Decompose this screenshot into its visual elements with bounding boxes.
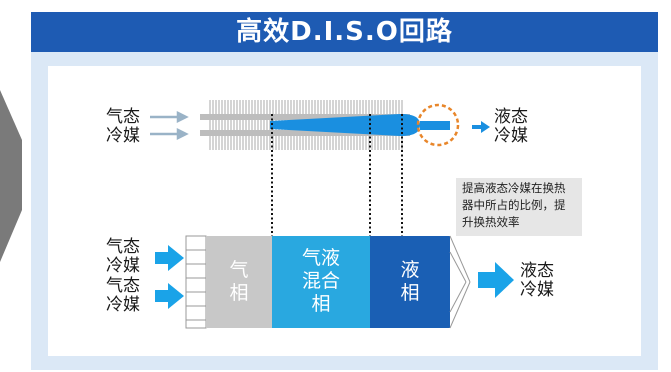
bottom-outlet-arrow <box>478 262 514 298</box>
left-chevron-icon <box>0 90 22 262</box>
top-inlet-label: 气态冷媒 <box>106 107 140 146</box>
outlet-tube <box>420 121 450 130</box>
gas-phase-label: 气相 <box>229 259 249 304</box>
mixed-phase-block <box>272 236 370 328</box>
top-outlet-label: 液态冷媒 <box>494 107 528 146</box>
outlet-highlight-circle <box>416 103 460 147</box>
dotted-guides <box>271 114 403 239</box>
page-title: 高效D.I.S.O回路 <box>31 12 658 52</box>
mixed-phase-label: 气液混合相 <box>301 247 340 315</box>
outlet-taper <box>449 235 471 329</box>
liquid-phase-block <box>370 236 450 328</box>
bottom-inlet-arrows <box>155 245 184 309</box>
liquid-phase-label: 液相 <box>400 259 420 304</box>
bottom-inlet-label-1: 气态冷媒 <box>106 237 140 276</box>
bottom-outlet-label: 液态冷媒 <box>520 261 554 300</box>
top-inlet-arrows <box>150 110 189 141</box>
upper-tube <box>200 114 410 120</box>
liquid-wedge <box>270 114 400 136</box>
lower-tube <box>200 130 410 136</box>
top-outlet-arrow <box>472 121 490 133</box>
gas-phase-block <box>206 236 272 328</box>
callout-note: 提高液态冷媒在换热器中所占的比例，提升换热效率 <box>456 178 582 236</box>
bottom-inlet-label-2: 气态冷媒 <box>106 276 140 315</box>
tube-bend <box>400 114 420 136</box>
manifold-grid <box>186 249 206 321</box>
